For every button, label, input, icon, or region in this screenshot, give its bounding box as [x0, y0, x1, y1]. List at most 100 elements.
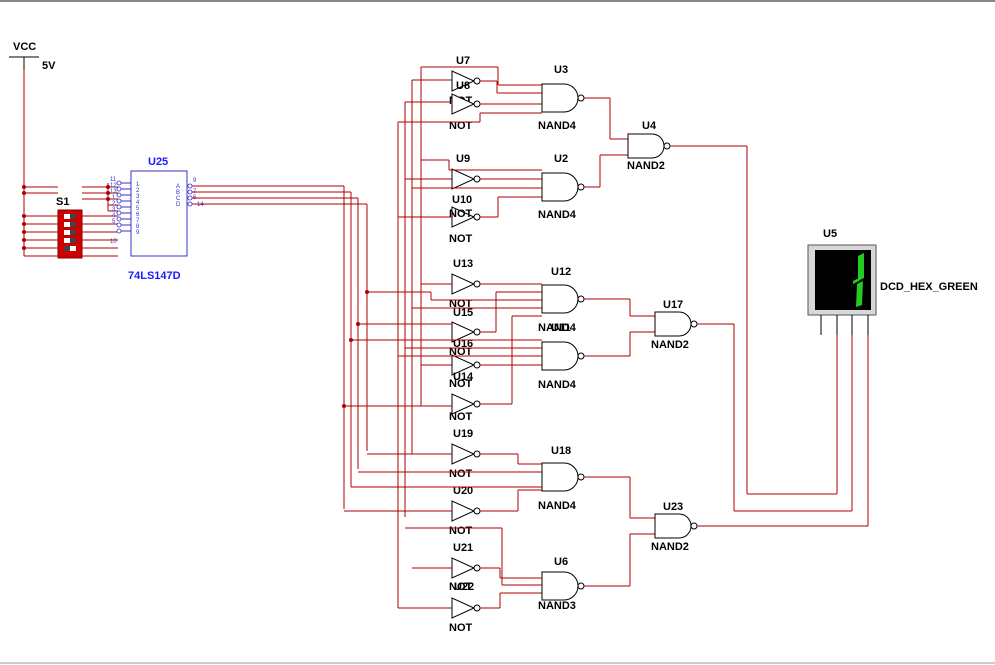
inverter-u22[interactable]: U22 NOT: [449, 581, 481, 634]
u10-type: NOT: [449, 233, 473, 245]
enc-in-5: 5: [136, 206, 140, 212]
u15-type: NOT: [449, 346, 473, 358]
encoder-u25[interactable]: U25 74LS147D 11 12 13 1 2: [110, 156, 204, 282]
enc-pin-r0: 9: [193, 178, 197, 184]
inverter-u16[interactable]: U16 NOT: [449, 338, 481, 390]
enc-in-1: 1: [136, 182, 140, 188]
u2-type: NAND4: [538, 209, 577, 221]
inverter-u7[interactable]: U7: [451, 55, 481, 92]
segment-c: [856, 281, 863, 307]
enc-pin-l7: 5: [112, 219, 116, 225]
enc-out-c: C: [176, 196, 181, 202]
dip-switch-s1[interactable]: S1: [56, 196, 83, 259]
inverter-u9[interactable]: U9: [451, 153, 481, 190]
u9-ref: U9: [456, 153, 470, 165]
u16-ref: U16: [453, 338, 473, 350]
segment-b: [858, 253, 864, 281]
u6-type: NAND3: [538, 600, 576, 612]
u2-ref: U2: [554, 153, 568, 165]
nand-u11[interactable]: U11 NAND4: [538, 322, 585, 391]
enc-out-b: B: [176, 190, 180, 196]
inverter-u14[interactable]: U14 NOT: [449, 371, 481, 423]
u14-type: NOT: [449, 411, 473, 423]
u14-ref: U14: [453, 371, 474, 383]
u6-ref: U6: [554, 556, 568, 568]
encoder-output-wires: [192, 185, 368, 509]
u20-ref: U20: [453, 485, 473, 497]
u8-type: NOT: [449, 120, 473, 132]
vcc-value: 5V: [42, 60, 56, 72]
hex-display-u5[interactable]: U5 DCD_HEX_GREEN: [807, 228, 978, 335]
u17-type: NAND2: [651, 339, 689, 351]
u19-type: NOT: [449, 468, 473, 480]
u4-ref: U4: [642, 120, 657, 132]
u21-type: NOT: [449, 581, 473, 593]
nand-u3[interactable]: U3 NAND4: [538, 64, 585, 132]
nand-u2[interactable]: U2 NAND4: [538, 153, 585, 221]
enc-pin-l3: 1: [112, 195, 116, 201]
vcc-source[interactable]: VCC 5V: [9, 41, 56, 187]
u23-ref: U23: [663, 501, 683, 513]
inverter-u15[interactable]: U15 NOT: [449, 307, 481, 358]
enc-pin-l0: 11: [110, 177, 117, 183]
u13-type: NOT: [449, 298, 473, 310]
enc-pin-r3: 14: [197, 202, 204, 208]
enc-pin-l5: 3: [112, 207, 116, 213]
inverter-u19[interactable]: U19 NOT: [449, 428, 481, 480]
enc-out-d: D: [176, 202, 181, 208]
encoder-part: 74LS147D: [128, 270, 181, 282]
nand-u4[interactable]: U4 NAND2: [627, 120, 671, 172]
inverter-u21[interactable]: U21 NOT: [449, 542, 481, 593]
enc-pin-l2: 13: [110, 189, 117, 195]
u11-type: NAND4: [538, 379, 577, 391]
enc-pin-l6: 4: [112, 213, 116, 219]
enc-pin-l8: 10: [110, 239, 117, 245]
nand-u6[interactable]: U6 NAND3: [538, 556, 585, 612]
u10-ref: U10: [452, 194, 472, 206]
enc-pin-l4: 2: [112, 201, 116, 207]
u3-ref: U3: [554, 64, 568, 76]
inverter-u10[interactable]: U10 NOT NOT: [449, 194, 481, 245]
enc-in-4: 4: [136, 200, 140, 206]
u13-ref: U13: [453, 258, 473, 270]
enc-in-8: 8: [136, 224, 140, 230]
enc-in-2: 2: [136, 188, 140, 194]
u22-ref: U22: [454, 581, 474, 593]
nand-u23[interactable]: U23 NAND2: [651, 501, 698, 553]
enc-in-7: 7: [136, 218, 140, 224]
nand-u12[interactable]: U12 NAND4: [538, 266, 585, 334]
display-type: DCD_HEX_GREEN: [880, 281, 978, 293]
u21-ref: U21: [453, 542, 473, 554]
enc-pin-l1: 12: [110, 183, 117, 189]
u23-type: NAND2: [651, 541, 689, 553]
u18-type: NAND4: [538, 500, 577, 512]
u3-type: NAND4: [538, 120, 577, 132]
inverter-bus: [397, 66, 498, 608]
u12-type: NAND4: [538, 322, 577, 334]
u8-ref: U8: [456, 80, 470, 92]
u11-ref: U11: [551, 322, 571, 334]
encoder-ref: U25: [148, 156, 168, 168]
u17-ref: U17: [663, 299, 683, 311]
nand-u18[interactable]: U18 NAND4: [538, 445, 585, 512]
u20-type: NOT: [449, 525, 473, 537]
u19-ref: U19: [453, 428, 473, 440]
u15-ref: U15: [453, 307, 473, 319]
u16-type: NOT: [449, 378, 473, 390]
switch-ref: S1: [56, 196, 69, 208]
display-ref: U5: [823, 228, 837, 240]
inverter-u13[interactable]: U13 NOT: [449, 258, 481, 310]
enc-in-6: 6: [136, 212, 140, 218]
u9-type: NOT: [449, 208, 473, 220]
inverter-u8[interactable]: U8 NOT NOT: [449, 80, 481, 132]
u22-type: NOT: [449, 622, 473, 634]
u18-ref: U18: [551, 445, 571, 457]
enc-in-3: 3: [136, 194, 140, 200]
inverter-u20[interactable]: U20 NOT: [449, 485, 481, 537]
nand-u17[interactable]: U17 NAND2: [651, 299, 698, 351]
enc-in-9: 9: [136, 230, 140, 236]
enc-out-a: A: [176, 184, 180, 190]
u4-type: NAND2: [627, 160, 665, 172]
u7-ref: U7: [456, 55, 470, 67]
